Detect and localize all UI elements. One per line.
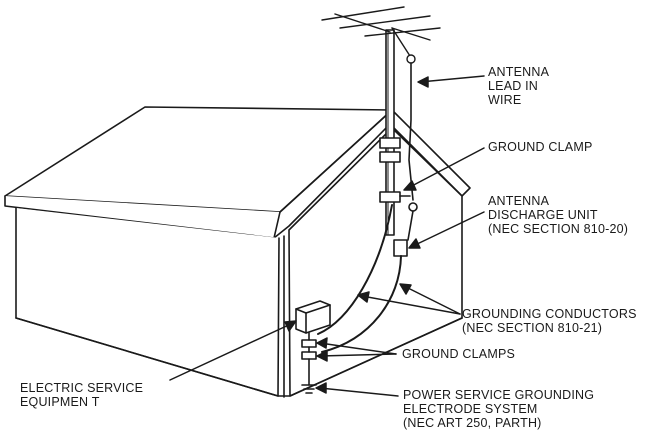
- label-line: LEAD IN: [488, 79, 539, 93]
- roof-eave-right: [273, 121, 393, 239]
- grounding-conductor-1: [317, 204, 393, 335]
- ground-symbol: [301, 384, 317, 394]
- antenna-array: [321, 6, 441, 64]
- mast-brackets: [379, 137, 411, 203]
- label-line: GROUND CLAMP: [488, 140, 593, 154]
- label-line: ELECTRODE SYSTEM: [403, 402, 538, 416]
- label-antenna-discharge-unit: ANTENNA DISCHARGE UNIT (NEC SECTION 810-…: [488, 194, 628, 236]
- arrow-ground-clamp: [403, 180, 417, 191]
- arrow-grounding-conductor-2: [399, 283, 412, 295]
- mast-ground-clamp: [379, 191, 401, 203]
- wall-base: [15, 317, 463, 397]
- discharge-unit-wire: [407, 210, 414, 241]
- arrow-discharge-unit: [408, 238, 421, 249]
- leader-discharge-unit: [412, 211, 485, 247]
- antenna-mast: [385, 29, 395, 236]
- label-line: (NEC ART 250, PARTH): [403, 416, 542, 430]
- grounding-conductor-2: [321, 255, 402, 353]
- label-electric-service-equipment: ELECTRIC SERVICE EQUIPMEN T: [20, 381, 143, 409]
- label-line: ANTENNA: [488, 65, 550, 79]
- lower-ground-clamp-1: [301, 339, 317, 348]
- label-line: ANTENNA: [488, 194, 550, 208]
- roof-fascia: [4, 195, 281, 239]
- leader-grounding-conductor-2: [403, 285, 461, 315]
- label-antenna-lead-in-wire: ANTENNA LEAD IN WIRE: [488, 65, 549, 107]
- label-line: EQUIPMEN T: [20, 395, 100, 409]
- arrow-grounding-conductor-1: [357, 291, 370, 303]
- arrow-lead-in-wire: [417, 76, 429, 88]
- antenna-element-1: [321, 6, 405, 21]
- roof-ridge-front: [279, 109, 393, 213]
- house-roof: [4, 106, 471, 239]
- lead-in-terminal: [408, 202, 418, 212]
- lower-ground-clamps: [301, 332, 317, 394]
- leader-ground-clamp-1: [319, 342, 397, 355]
- label-line: (NEC SECTION 810-21): [462, 321, 603, 335]
- antenna-element-2: [339, 15, 431, 29]
- label-line: (NEC SECTION 810-20): [488, 222, 629, 236]
- label-ground-clamp: GROUND CLAMP: [488, 140, 593, 154]
- label-line: GROUND CLAMPS: [402, 347, 516, 361]
- mast-bracket-lower: [379, 151, 401, 163]
- antenna-lead-in-wire: [408, 62, 414, 201]
- label-power-service-grounding: POWER SERVICE GROUNDING ELECTRODE SYSTEM…: [403, 388, 594, 430]
- mast-pole: [385, 29, 395, 236]
- leader-lines: [169, 75, 485, 397]
- leader-ground-clamp-2: [319, 353, 397, 357]
- electric-service-box: [295, 300, 331, 334]
- antenna-feed: [391, 27, 411, 57]
- antenna-discharge-unit: [393, 239, 408, 257]
- arrow-ground-clamp-1: [316, 337, 328, 349]
- leader-power-grounding: [319, 387, 399, 397]
- mast-bracket-upper: [379, 137, 401, 149]
- leader-lead-in-wire: [419, 75, 485, 83]
- antenna-boom: [391, 27, 431, 41]
- antenna-terminal: [406, 54, 416, 64]
- arrow-ground-clamp-2: [316, 350, 328, 362]
- leader-electric-service: [169, 322, 294, 381]
- arrow-electric-service: [284, 320, 297, 332]
- label-line: GROUNDING CONDUCTORS: [462, 307, 637, 321]
- label-line: DISCHARGE UNIT: [488, 208, 598, 222]
- leader-ground-clamp: [407, 147, 485, 189]
- label-ground-clamps: GROUND CLAMPS: [402, 347, 515, 361]
- wall-left: [15, 207, 280, 397]
- leader-grounding-conductor-1: [361, 295, 461, 315]
- antenna-boom-back: [334, 13, 391, 33]
- lower-ground-clamp-2: [301, 351, 317, 360]
- label-line: ELECTRIC SERVICE: [20, 381, 144, 395]
- label-line: POWER SERVICE GROUNDING: [403, 388, 595, 402]
- label-line: WIRE: [488, 93, 522, 107]
- label-grounding-conductors: GROUNDING CONDUCTORS (NEC SECTION 810-21…: [462, 307, 637, 335]
- arrow-power-grounding: [315, 382, 327, 394]
- service-box-body: [295, 300, 331, 334]
